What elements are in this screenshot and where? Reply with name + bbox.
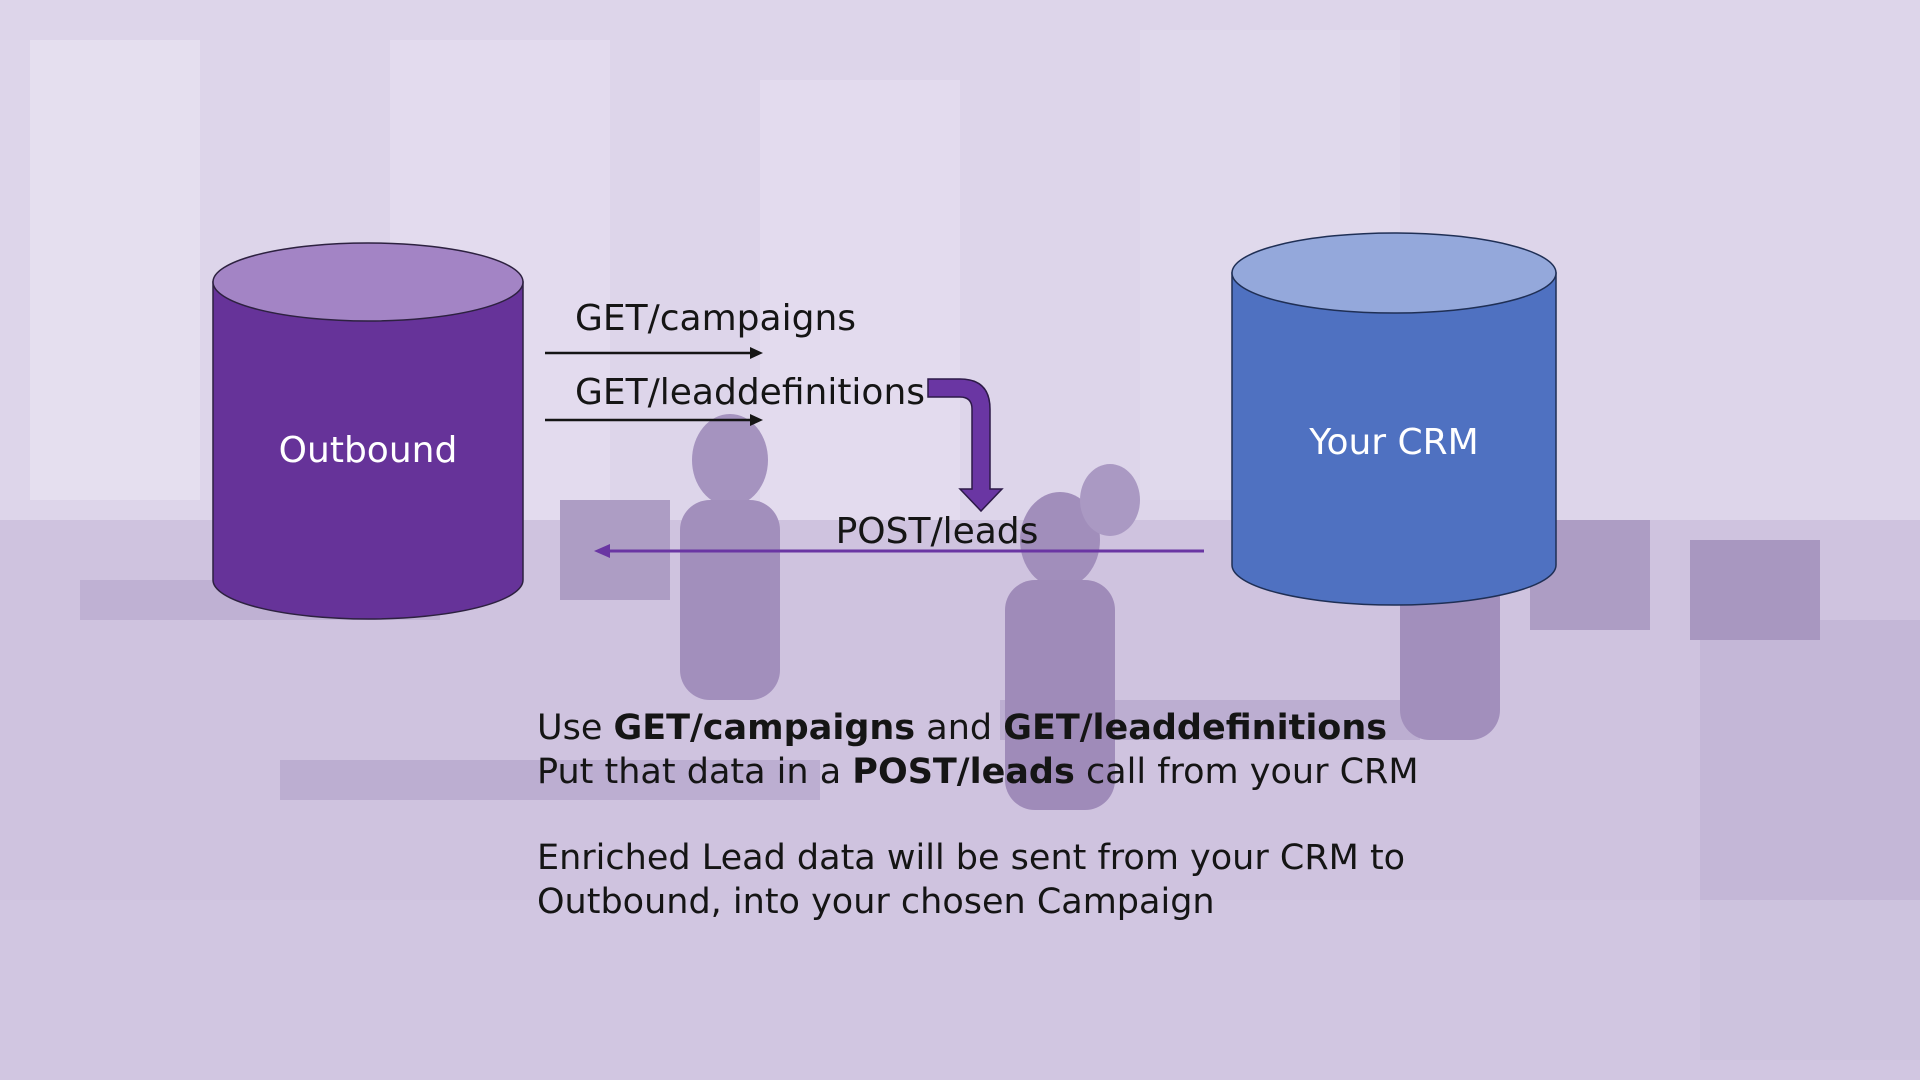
get-campaigns-arrow [545,347,763,359]
caption-line-1: Use GET/campaigns and GET/leaddefinition… [537,706,1537,750]
explanation-text: Use GET/campaigns and GET/leaddefinition… [537,706,1537,924]
caption-text: call from your CRM [1074,752,1419,792]
crm-label: Your CRM [1308,422,1479,463]
outbound-database: Outbound [212,242,524,620]
post-leads-arrow [594,544,1204,558]
caption-bold-post-leads: POST/leads [852,752,1075,792]
get-campaigns-label: GET/campaigns [575,298,856,339]
caption-line-2: Put that data in a POST/leads call from … [537,750,1537,794]
caption-line-4: Outbound, into your chosen Campaign [537,882,1215,922]
caption-text: Put that data in a [537,752,853,792]
caption-text: Use [537,708,614,748]
crm-database: Your CRM [1231,232,1557,606]
caption-line-3: Enriched Lead data will be sent from you… [537,838,1406,878]
caption-spacer [537,794,1537,836]
caption-text: and [915,708,1004,748]
outbound-label: Outbound [279,430,458,471]
caption-bold-get-campaigns: GET/campaigns [613,708,916,748]
post-leads-label: POST/leads [836,511,1039,552]
bent-down-arrow [927,378,1004,513]
get-leaddefinitions-label: GET/leaddefinitions [575,372,925,413]
get-leaddefinitions-arrow [545,414,763,426]
caption-bold-get-leaddefinitions: GET/leaddefinitions [1003,708,1388,748]
